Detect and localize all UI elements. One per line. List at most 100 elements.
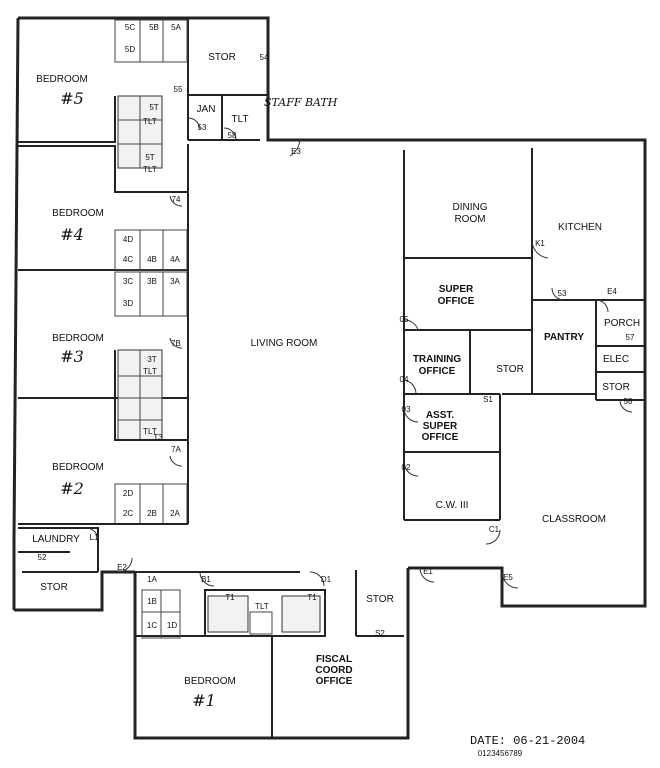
door-tag: 02 [402, 463, 411, 472]
stor-right-label: STOR [602, 382, 630, 393]
asst-office-label-3: OFFICE [422, 432, 459, 443]
door-tag: 5C [125, 23, 135, 32]
fiscal-office-label-1: FISCAL [316, 654, 352, 665]
staff-bath-note: STAFF BATH [264, 96, 338, 109]
stor-mid-label: STOR [496, 364, 524, 375]
door-tag: E3 [291, 147, 301, 156]
date-text: DATE: 06-21-2004 [470, 734, 585, 748]
door-tag: E2 [117, 563, 127, 572]
bedroom-2-label: BEDROOM [52, 462, 104, 473]
door-tag: S1 [483, 395, 493, 404]
door-tag: 03 [402, 405, 411, 414]
door-tag: 2B [147, 509, 157, 518]
elec-label: ELEC [603, 354, 629, 365]
bath-3-tlt-label-2: TLT [143, 427, 157, 436]
room-labels: BEDROOM #5 STOR JAN TLT STAFF BATH TLT T… [32, 52, 640, 710]
bath-3-tlt-label: TLT [143, 367, 157, 376]
door-tag: 3B [147, 277, 157, 286]
door-tag: 52 [38, 553, 47, 562]
bedroom-1-number: #1 [192, 691, 216, 710]
door-tag: T1 [307, 593, 317, 602]
door-tag: 1B [147, 597, 157, 606]
living-room-label: LIVING ROOM [251, 338, 318, 349]
door-swings [85, 117, 633, 589]
door-tag: 7B [171, 339, 181, 348]
date-subscript: 0123456789 [478, 749, 523, 758]
door-tag: 55 [174, 85, 183, 94]
door-tag: T1 [225, 593, 235, 602]
bedroom-4-label: BEDROOM [52, 208, 104, 219]
door-tag: S2 [375, 629, 385, 638]
door-tag: B1 [201, 575, 211, 584]
bath-1-tlt-label: TLT [255, 602, 269, 611]
super-office-label-1: SUPER [439, 284, 474, 295]
door-tag: 53 [198, 123, 207, 132]
stor-top-label: STOR [208, 52, 236, 63]
door-tag: 5T [149, 103, 158, 112]
door-tag: 3T [147, 355, 156, 364]
door-tag: 4A [170, 255, 180, 264]
door-tag: 4D [123, 235, 133, 244]
bedroom-wing-walls [18, 18, 268, 573]
bedroom-3-number: #3 [60, 347, 84, 366]
bedroom-5-number: #5 [60, 89, 84, 108]
cw3-label: C.W. III [436, 500, 469, 511]
bedroom-2-number: #2 [60, 479, 84, 498]
door-tag: 3D [123, 299, 133, 308]
asst-office-label-2: SUPER [423, 421, 458, 432]
stor-laundry-label: STOR [40, 582, 68, 593]
door-tag: 1C [147, 621, 157, 630]
kitchen-label: KITCHEN [558, 222, 602, 233]
door-tags: 5C 5B 5A 5D 54 55 53 5T 58 E3 5T 74 4D 4… [38, 23, 635, 638]
tlt-top-label: TLT [231, 114, 248, 125]
door-tag: C1 [489, 525, 500, 534]
bedroom-5-label: BEDROOM [36, 74, 88, 85]
door-tag: 2A [170, 509, 180, 518]
porch-label: PORCH [604, 318, 640, 329]
door-tag: 7A [171, 445, 181, 454]
super-office-label-2: OFFICE [438, 296, 475, 307]
door-tag: 53 [558, 289, 567, 298]
asst-office-label-1: ASST. [426, 410, 455, 421]
door-tag: 5A [171, 23, 181, 32]
pantry-label: PANTRY [544, 332, 584, 343]
training-office-label-2: OFFICE [419, 366, 456, 377]
door-tag: 3C [123, 277, 133, 286]
dining-room-label-1: DINING [453, 202, 488, 213]
door-tag: 1A [147, 575, 157, 584]
bath-5-tlt-label-2: TLT [143, 165, 157, 174]
classroom-label: CLASSROOM [542, 514, 606, 525]
bedroom-4-number: #4 [60, 225, 84, 244]
stor-bottom-label: STOR [366, 594, 394, 605]
bedroom-1-label: BEDROOM [184, 676, 236, 687]
date-stamp: DATE: 06-21-2004 0123456789 [470, 734, 585, 758]
laundry-label: LAUNDRY [32, 534, 80, 545]
door-tag: 4C [123, 255, 133, 264]
door-tag: 4B [147, 255, 157, 264]
fiscal-office-label-3: OFFICE [316, 676, 353, 687]
door-tag: 54 [260, 53, 269, 62]
dining-room-label-2: ROOM [454, 214, 485, 225]
door-tag: E5 [503, 573, 513, 582]
fiscal-office-label-2: COORD [315, 665, 352, 676]
door-tag: 5T [145, 153, 154, 162]
bath-5-tlt-label: TLT [143, 117, 157, 126]
door-tag: L1 [90, 533, 99, 542]
door-tag: E4 [607, 287, 617, 296]
door-tag: 2D [123, 489, 133, 498]
door-tag: 5B [149, 23, 159, 32]
door-tag: 05 [400, 315, 409, 324]
bedroom-3-label: BEDROOM [52, 333, 104, 344]
jan-label: JAN [197, 104, 216, 115]
office-wing-walls [403, 148, 645, 521]
door-tag: E1 [423, 567, 433, 576]
door-tag: 04 [400, 375, 409, 384]
door-tag: 58 [624, 397, 633, 406]
door-tag: 5D [125, 45, 135, 54]
door-tag: 58 [228, 131, 237, 140]
door-tag: 3A [170, 277, 180, 286]
door-tag: D1 [321, 575, 332, 584]
door-tag: 74 [172, 195, 181, 204]
door-tag: 2C [123, 509, 133, 518]
